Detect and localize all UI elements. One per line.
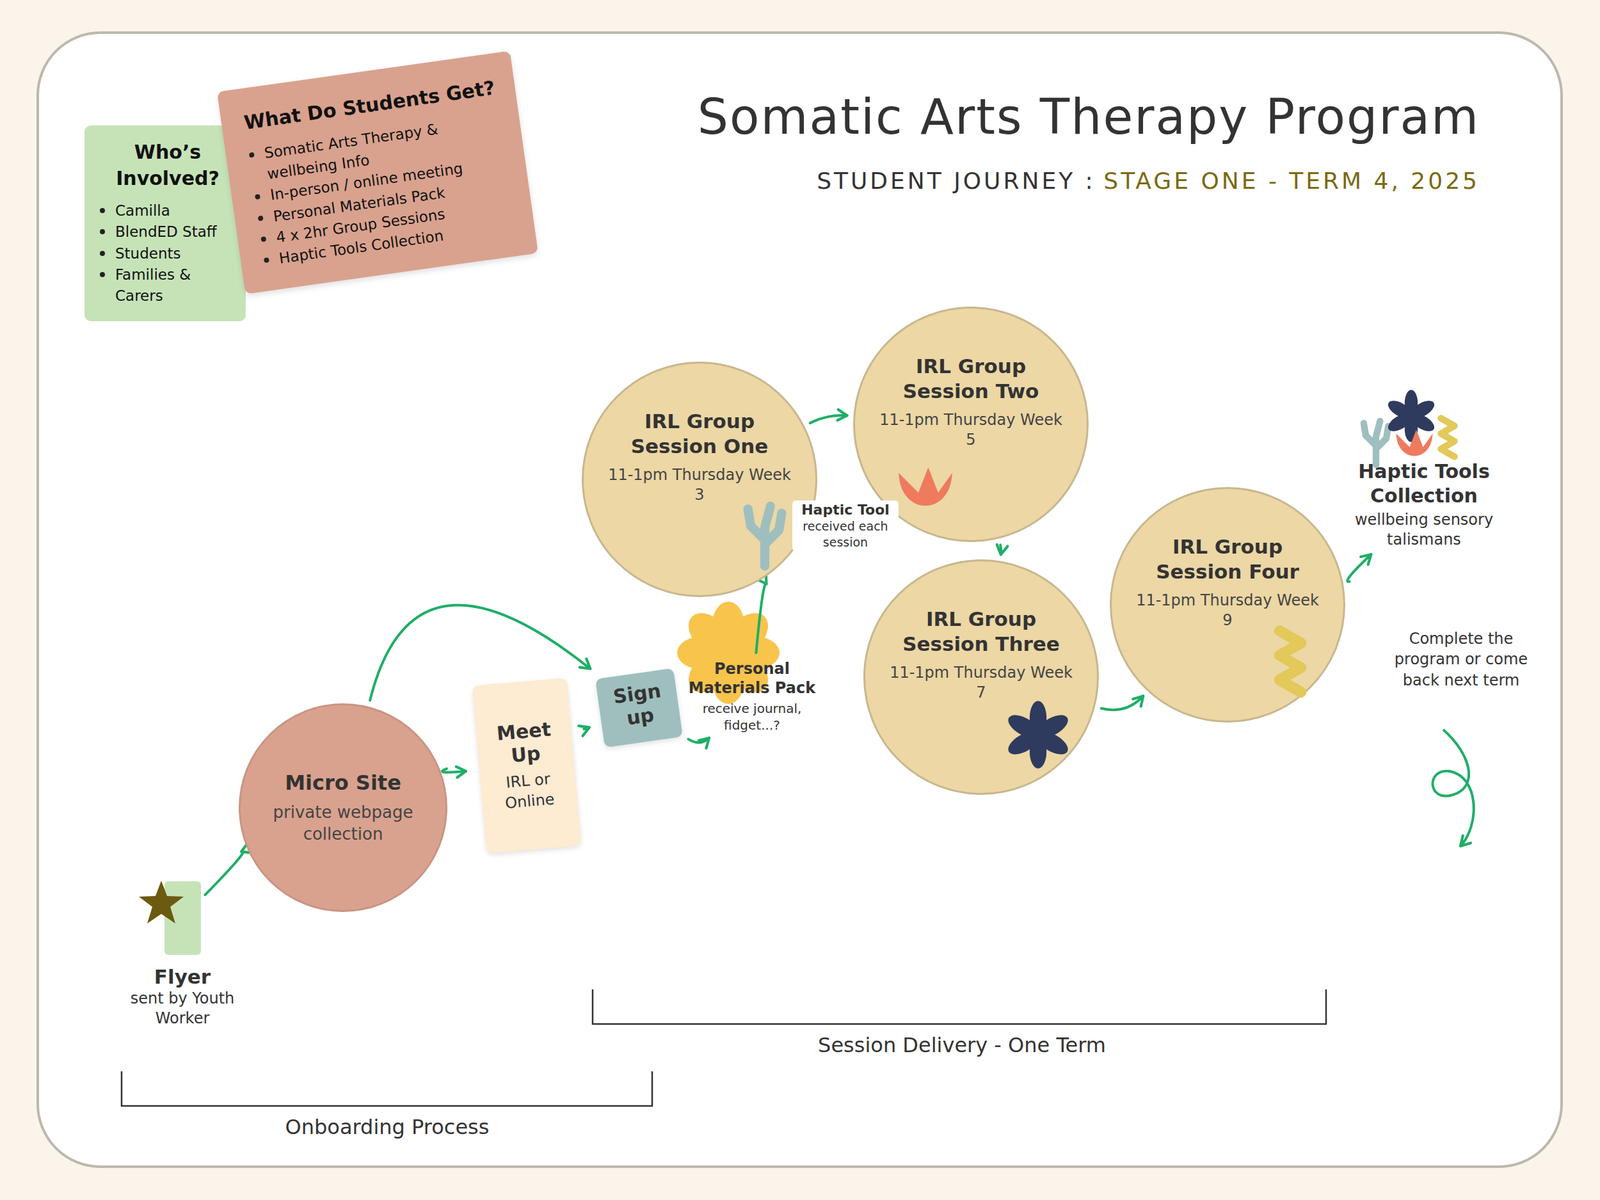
flow-arrow (1101, 695, 1144, 710)
step-circle: Micro Site private webpage collection (238, 703, 448, 912)
node-body: wellbeing sensory talismans (1340, 510, 1508, 550)
step-circle: IRL Group Session One 11-1pm Thursday Wee… (581, 361, 818, 598)
bullet-dot (99, 229, 105, 235)
list-text: BlendED Staff (115, 221, 217, 243)
bullet-dot (254, 193, 261, 200)
flow-arrow (442, 768, 466, 773)
flow-arrow (1347, 554, 1371, 582)
node-heading: IRL Group Session Two (874, 353, 1068, 404)
title-text: Somatic Arts Therapy Program (697, 88, 1480, 146)
flow-arrow (583, 727, 590, 730)
list-text: Students (115, 243, 182, 265)
note-text: received each session (792, 518, 899, 550)
node-body: 11-1pm Thursday Week 5 (874, 410, 1068, 450)
note-text: Complete the program or come back next t… (1376, 628, 1547, 691)
subtitle-text: STAGE ONE - TERM 4, 2025 (1103, 167, 1480, 194)
node-heading: IRL Group Session Three (884, 606, 1078, 657)
box-heading: Sign up (601, 677, 676, 733)
list-item: BlendED Staff (96, 221, 240, 243)
step-box: Personal Materials Packreceive journal, … (684, 659, 820, 734)
step-box: Haptic Tools Collectionwellbeing sensory… (1340, 459, 1508, 550)
list-text: Families & Carers (115, 264, 240, 308)
step-circle: IRL Group Session Three 11-1pm Thursday W… (863, 559, 1099, 795)
bullet-dot (263, 257, 270, 264)
bullet-dot (257, 215, 264, 221)
step-box: Sign up (595, 668, 683, 748)
box-heading: Meet Up (480, 716, 569, 770)
node-heading: Flyer (108, 965, 256, 989)
bullet-dot (99, 250, 105, 256)
label-group: Onboarding Process (195, 1114, 580, 1140)
node-heading: Haptic Tools Collection (1340, 459, 1508, 508)
label-group: Haptic Toolreceived each session (792, 500, 899, 552)
box-body: IRL or Online (485, 768, 573, 816)
step-box: Flyersent by Youth Worker (108, 881, 256, 1030)
card-heading: Who’s Involved? (96, 139, 240, 192)
info-card: What Do Students Get?Somatic Arts Therap… (216, 50, 539, 294)
label-group: Session Delivery - One Term (768, 1032, 1156, 1058)
node-body: 11-1pm Thursday Week 7 (884, 663, 1078, 703)
node-body: private webpage collection (259, 801, 427, 846)
flow-arrow (810, 415, 848, 424)
list-text: Camilla (115, 200, 171, 222)
bullet-dot (260, 236, 267, 242)
node-body: sent by Youth Worker (108, 988, 256, 1029)
flow-arrow (1000, 544, 1001, 555)
bullet-dot (99, 208, 105, 214)
node-heading: IRL Group Session Four (1130, 534, 1325, 585)
node-body: 11-1pm Thursday Week 3 (602, 465, 797, 505)
list-item: Camilla (96, 200, 240, 222)
node-heading: Micro Site (284, 769, 402, 796)
flow-arrow (755, 583, 767, 653)
note-text: Haptic Tool (792, 501, 899, 519)
flyer-card (164, 881, 201, 955)
note-text: Session Delivery - One Term (768, 1032, 1156, 1058)
diagram-title: Somatic Arts Therapy Program (697, 88, 1480, 146)
step-circle: IRL Group Session Four 11-1pm Thursday We… (1109, 487, 1346, 723)
flow-arrow (688, 737, 710, 743)
note-text: Onboarding Process (195, 1114, 580, 1140)
step-box: Meet UpIRL or Online (472, 677, 582, 854)
info-card: Who’s Involved? CamillaBlendED StaffStude… (84, 125, 246, 322)
bullet-dot (248, 151, 255, 158)
node-heading: Personal Materials Pack (684, 659, 820, 698)
subtitle-text: STUDENT JOURNEY : (816, 167, 1096, 194)
node-body: receive journal, fidget...? (684, 700, 820, 734)
list-item: Students (96, 243, 240, 265)
label-group: STUDENT JOURNEY : STAGE ONE - TERM 4, 202… (816, 167, 1480, 194)
label-group: Complete the program or come back next t… (1376, 628, 1547, 691)
node-body: 11-1pm Thursday Week 9 (1130, 590, 1325, 631)
flow-arrow (205, 851, 244, 895)
list-item: Families & Carers (96, 264, 240, 308)
bullet-dot (99, 272, 105, 278)
node-heading: IRL Group Session One (602, 408, 797, 459)
